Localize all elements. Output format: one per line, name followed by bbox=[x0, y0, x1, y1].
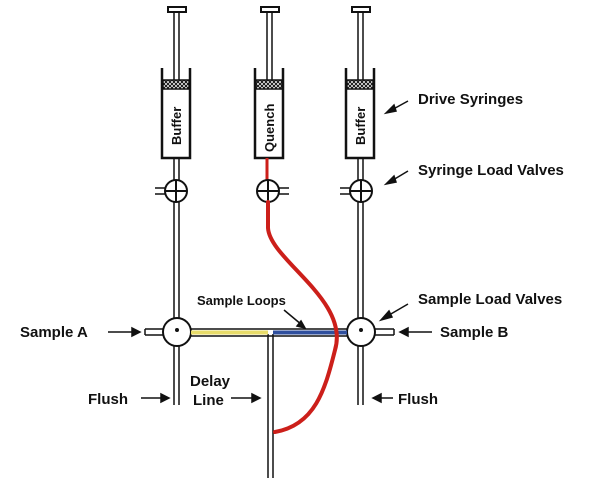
label-syringe-load-valves: Syringe Load Valves bbox=[418, 162, 564, 179]
syringe-load-valve-left bbox=[155, 179, 188, 203]
syringe-left: Buffer bbox=[144, 6, 192, 405]
plunger-head bbox=[255, 79, 283, 90]
sample-load-valve-left bbox=[144, 317, 192, 347]
syringe-barrel bbox=[160, 68, 192, 160]
plunger-cap bbox=[260, 6, 280, 13]
syringe-middle: Quench bbox=[253, 6, 289, 478]
sample-loops bbox=[191, 328, 347, 337]
syringe-load-valve-right bbox=[340, 179, 373, 203]
syringe-right: Buffer bbox=[340, 6, 395, 405]
syringe-barrel bbox=[344, 68, 376, 160]
syringe-barrel bbox=[253, 68, 285, 160]
syringe-label-buffer-left: Buffer bbox=[169, 107, 184, 145]
sample-load-valve-right bbox=[346, 317, 395, 347]
label-sample-a: Sample A bbox=[20, 324, 88, 341]
arrows bbox=[108, 100, 432, 404]
label-delay: Delay bbox=[190, 373, 231, 390]
label-sample-loops: Sample Loops bbox=[197, 293, 286, 308]
label-flush-left: Flush bbox=[88, 391, 128, 408]
quench-line bbox=[266, 200, 339, 434]
label-sample-b: Sample B bbox=[440, 324, 509, 341]
label-sample-load-valves: Sample Load Valves bbox=[418, 291, 562, 308]
plunger-cap bbox=[167, 6, 187, 13]
syringe-label-quench: Quench bbox=[262, 104, 277, 152]
label-drive-syringes: Drive Syringes bbox=[418, 91, 523, 108]
label-flush-right: Flush bbox=[398, 391, 438, 408]
syringe-label-buffer-right: Buffer bbox=[353, 107, 368, 145]
syringe-load-valve-middle bbox=[256, 179, 289, 203]
plunger-head bbox=[346, 79, 374, 90]
plunger-head bbox=[162, 79, 190, 90]
plunger-cap bbox=[351, 6, 371, 13]
label-line: Line bbox=[193, 392, 224, 409]
